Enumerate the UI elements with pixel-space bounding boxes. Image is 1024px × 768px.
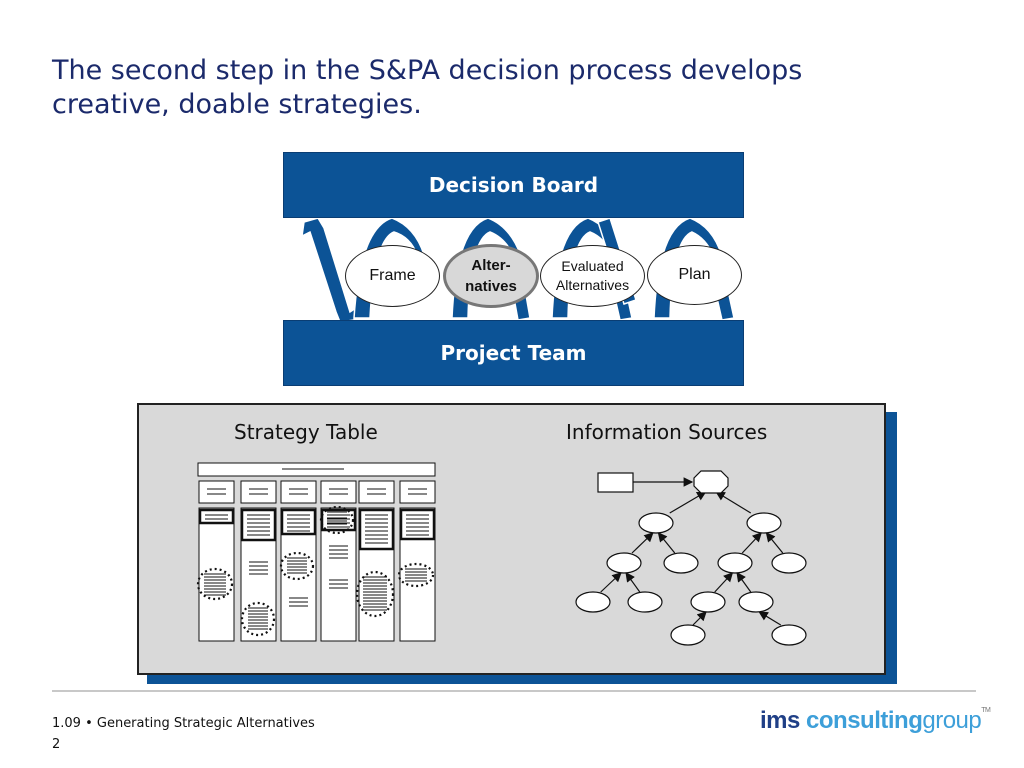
tree-node <box>717 552 753 574</box>
tree-arrow <box>736 572 752 593</box>
step-evaluated-alternatives: Evaluated Alternatives <box>540 245 645 307</box>
tree-arrow <box>715 491 752 514</box>
source-box <box>597 472 634 493</box>
tree-node <box>771 624 807 646</box>
footer-rule <box>52 690 976 692</box>
option-highlight <box>319 505 355 535</box>
tree-root-node <box>693 470 729 494</box>
step-frame: Frame <box>345 245 440 307</box>
tree-arrow <box>741 532 762 554</box>
tree-arrow <box>600 572 622 593</box>
tree-arrow <box>669 491 707 514</box>
slide-title-line1: The second step in the S&PA decision pro… <box>52 55 803 86</box>
footer-section: 1.09 • Generating Strategic Alternatives <box>52 716 315 731</box>
step-frame-label: Frame <box>369 267 416 284</box>
slide-title: The second step in the S&PA decision pro… <box>52 54 932 122</box>
project-team-label: Project Team <box>440 341 587 365</box>
strategy-table-label: Strategy Table <box>234 420 378 444</box>
step-evaluated-alternatives-label: Evaluated Alternatives <box>555 258 630 293</box>
tree-node <box>670 624 706 646</box>
ims-logo: ims consultinggroupTM <box>760 707 991 734</box>
tree-arrow <box>765 532 784 554</box>
option-highlight <box>355 570 395 618</box>
information-sources-label: Information Sources <box>566 420 768 444</box>
strategy-column <box>320 480 357 642</box>
step-alternatives: Alter- natives <box>443 244 539 308</box>
tree-arrow <box>657 532 676 554</box>
project-team-band: Project Team <box>283 320 744 386</box>
tree-node <box>663 552 699 574</box>
slide-title-line2: creative, doable strategies. <box>52 89 422 120</box>
tree-node <box>638 512 674 534</box>
tree-node <box>627 591 663 613</box>
tree-node <box>738 591 774 613</box>
tree-node <box>575 591 611 613</box>
step-alternatives-label: Alter- natives <box>465 257 517 295</box>
option-highlight <box>397 562 435 588</box>
option-highlight <box>196 567 234 601</box>
decision-board-band: Decision Board <box>283 152 744 218</box>
tree-arrow <box>625 572 641 593</box>
tree-arrow <box>692 611 707 626</box>
tree-node <box>606 552 642 574</box>
tree-arrow <box>714 572 734 593</box>
step-plan-label: Plan <box>678 266 711 283</box>
strategy-column <box>358 480 395 642</box>
tree-node <box>771 552 807 574</box>
tree-arrow <box>631 532 654 554</box>
page-number: 2 <box>52 737 61 752</box>
strategy-column <box>280 480 317 642</box>
step-plan: Plan <box>647 245 742 305</box>
option-highlight <box>240 601 276 637</box>
tree-node <box>690 591 726 613</box>
option-highlight <box>279 551 315 581</box>
tree-arrow <box>758 611 782 626</box>
tree-node <box>746 512 782 534</box>
strategy-column <box>240 480 277 642</box>
decision-board-label: Decision Board <box>428 173 599 197</box>
